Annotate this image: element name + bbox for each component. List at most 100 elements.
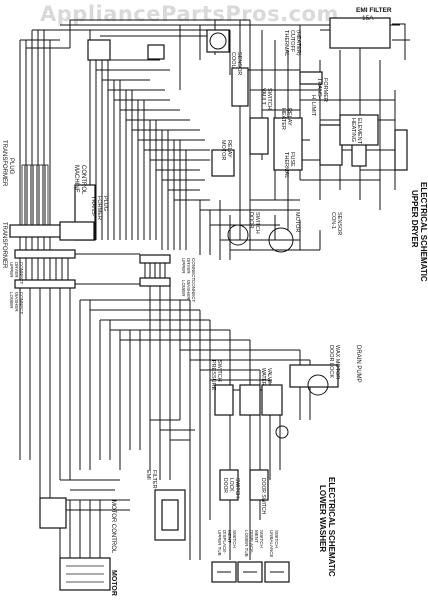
- door-lock-wax-motor-line2: WAX MOTOR: [334, 345, 340, 379]
- unbalance-line1: UNBALANCE: [269, 530, 274, 558]
- upper-components: [59, 17, 410, 253]
- lower-washer-plug-line3: CONNECT: [19, 292, 24, 315]
- transformer-winding: [9, 164, 66, 238]
- heater-relay-line2: RELAY: [286, 108, 292, 126]
- transformer-plug2-line2: FORMER: [96, 196, 102, 220]
- lower-plug-right-line2: WASHER: [186, 280, 191, 300]
- upper-dryer-plug-line2: DRYER: [14, 262, 19, 278]
- door-switch-line1: DOOR: [248, 212, 254, 229]
- lower-washer-plug-line1: LOWER: [9, 292, 14, 309]
- hi-limit-line1: HI LIMIT: [310, 95, 316, 117]
- upper-tub-line1: UPPER TUB: [217, 530, 222, 556]
- transformer-label: TRANSFORMER: [1, 222, 7, 269]
- unbalance-switch-label: UNBALANCE SWITCH: [269, 530, 279, 558]
- motor-relay-line2: RELAY: [226, 140, 232, 158]
- transformer-plug-line1: TRANSFORMER: [1, 140, 7, 187]
- emi-filter-lower-label: EMI FILTER: [145, 470, 157, 489]
- thermal-cutoff-line2: CUTOFF: [289, 30, 295, 53]
- machine-control-line1: MACHINE: [73, 165, 79, 193]
- transformer-plug-line2: PLUG: [8, 158, 14, 175]
- motor-control-label: MOTOR CONTROL: [110, 500, 116, 554]
- cool-sensor-label: COOL SENSOR: [230, 52, 242, 75]
- lower-tub-line2: DISPLACE-: [249, 530, 254, 554]
- transformer-right-line1: TRANS-: [316, 78, 322, 99]
- drain-pump-text: DRAIN PUMP: [355, 345, 361, 383]
- motor-upper-label: MOTOR: [294, 212, 300, 232]
- vault-switch-line2: SWITCH: [266, 88, 272, 110]
- con-sensor-label: CON-1 SENSOR: [330, 212, 342, 235]
- motor-relay-label: MOTOR RELAY: [220, 140, 232, 160]
- thermal-cutoff-line3: (HEATER): [295, 30, 301, 56]
- lower-components: [39, 364, 339, 591]
- transformer-right-label: TRANS- FORMER: [316, 78, 328, 102]
- emi-filter-lower-line1: EMI: [145, 470, 151, 480]
- heater-relay-line1: HEATER: [280, 108, 286, 130]
- thermal-fuse-line2: FUSE: [289, 152, 295, 167]
- door-switch-label: DOOR SWITCH: [248, 212, 260, 234]
- upper-tub-line2: DISPLACE-: [222, 530, 227, 554]
- cool-sensor-line2: SENSOR: [236, 52, 242, 75]
- cool-sensor-line1: COOL: [230, 52, 236, 68]
- water-valve-line2: VALVE: [266, 368, 272, 384]
- transformer-plug2-label: TRANS- FORMER PLUG: [90, 196, 108, 220]
- lower-tub-line1: LOWER TUB: [244, 530, 249, 557]
- lower-title: LOWER WASHER ELECTRICAL SCHEMATIC: [318, 477, 336, 577]
- lower-plug-right-line3: CONNECT: [191, 280, 196, 303]
- lower-tub-line3: MENT: [254, 530, 259, 543]
- unbalance-line2: SWITCH: [274, 530, 279, 548]
- upper-dryer-plug-line1: UPPER: [9, 262, 14, 278]
- vault-switch-label: VAULT SWITCH: [260, 88, 272, 110]
- con-sensor-line1: CON-1: [330, 212, 336, 229]
- upper-plug-right-label: UPPER DRYER CONNECT: [181, 258, 196, 281]
- connector-blocks: [14, 249, 171, 289]
- heating-element-line2: ELEMENT: [356, 118, 362, 145]
- hi-limit-label: HI LIMIT: [310, 95, 316, 117]
- machine-control-line2: CONTROL: [80, 165, 86, 195]
- door-switch-lower-label: DOOR SWITCH: [260, 478, 266, 514]
- transformer-right-line2: FORMER: [322, 78, 328, 102]
- emi-filter-line2: 15A: [362, 15, 374, 22]
- thermal-cutoff-line1: THERMAL: [283, 30, 289, 56]
- upper-title: UPPER DRYER ELECTRICAL SCHEMATIC: [410, 182, 428, 282]
- door-lock-switch-line2: LOCK: [228, 478, 234, 492]
- lower-plug-right-line1: LOWER: [181, 280, 186, 297]
- watermark: AppliancePartsPros.com: [40, 2, 339, 26]
- door-lock-wax-motor-line1: DOOR LOCK: [328, 345, 334, 378]
- vault-switch-line1: VAULT: [260, 88, 266, 106]
- door-lock-switch-line1: DOOR: [222, 478, 228, 493]
- con-sensor-line2: SENSOR: [336, 212, 342, 235]
- transformer-plug2-line1: TRANS-: [90, 196, 96, 217]
- emi-filter-lower-line2: FILTER: [151, 470, 157, 489]
- upper-tub-displacement-label: UPPER TUB DISPLACE- MENT SWITCH: [217, 530, 237, 556]
- lower-title-line1: LOWER WASHER: [318, 485, 327, 552]
- upper-tub-line4: SWITCH: [232, 530, 237, 548]
- lower-plug-right-label: LOWER WASHER CONNECT: [181, 280, 196, 303]
- transformer-plug2-line3: PLUG: [102, 196, 108, 211]
- machine-control-label: MACHINE CONTROL: [73, 165, 86, 195]
- lower-tub-line4: SWITCH: [259, 530, 264, 548]
- transformer-plug-label: TRANSFORMER PLUG: [1, 140, 14, 187]
- upper-dryer-plug-line3: CONNECT: [19, 262, 24, 285]
- pressure-switch-line1: PRESSURE: [210, 360, 216, 391]
- thermal-fuse-line1: THERMAL: [283, 152, 289, 178]
- motor-relay-line1: MOTOR: [220, 140, 226, 160]
- lower-title-line2: ELECTRICAL SCHEMATIC: [327, 477, 336, 577]
- door-lock-wax-motor-label: DOOR LOCK WAX MOTOR: [328, 345, 340, 379]
- upper-title-line2: ELECTRICAL SCHEMATIC: [419, 182, 428, 282]
- motor-control-text: MOTOR CONTROL: [110, 500, 116, 554]
- transformer-text: TRANSFORMER: [1, 222, 7, 269]
- pressure-switch-label: PRESSURE SWITCH: [210, 360, 222, 391]
- emi-filter-label: EMI FILTER 15A: [356, 7, 392, 22]
- thermal-fuse-label: THERMAL FUSE: [283, 152, 295, 178]
- drain-pump-label: DRAIN PUMP: [355, 345, 361, 383]
- motor-upper-text: MOTOR: [294, 212, 300, 232]
- motor-lower-label: MOTOR: [110, 570, 117, 596]
- lower-tub-displacement-label: LOWER TUB DISPLACE- MENT SWITCH: [244, 530, 264, 557]
- water-valve-line1: WATER: [260, 368, 266, 386]
- heater-relay-label: HEATER RELAY: [280, 108, 292, 130]
- pressure-switch-line2: SWITCH: [216, 360, 222, 382]
- water-valve-label: WATER VALVE: [260, 368, 272, 386]
- lower-washer-plug-label: LOWER WASHER CONNECT: [9, 292, 24, 315]
- heating-element-label: HEATING ELEMENT: [350, 118, 362, 145]
